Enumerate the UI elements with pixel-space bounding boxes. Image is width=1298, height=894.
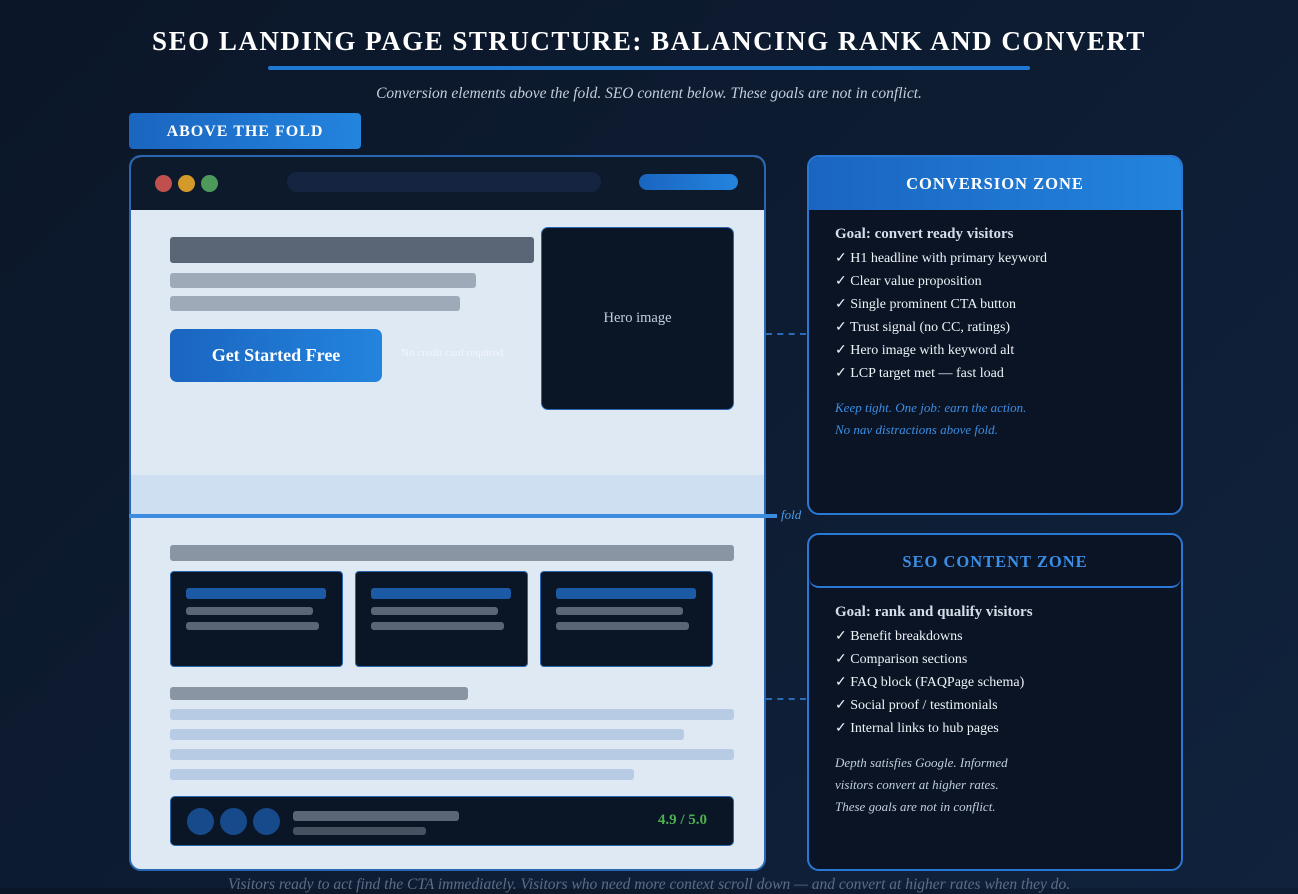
minimize-dot-icon xyxy=(178,175,195,192)
text-line-placeholder xyxy=(170,709,734,720)
footer-caption: Visitors ready to act find the CTA immed… xyxy=(227,876,1071,893)
text-line-placeholder xyxy=(170,729,684,740)
conversion-goal: Goal: convert ready visitors xyxy=(835,226,1014,242)
note-line: These goals are not in conflict. xyxy=(835,799,996,814)
seo-zone-title: SEO CONTENT ZONE xyxy=(809,535,1181,588)
avatar xyxy=(220,808,247,835)
checklist-item: ✓ LCP target met — fast load xyxy=(835,366,1004,381)
checklist-item: ✓ Internal links to hub pages xyxy=(835,721,999,736)
hero-image-placeholder: Hero image xyxy=(541,227,734,410)
benefit-card xyxy=(540,571,713,667)
get-started-button: Get Started Free xyxy=(170,329,382,382)
page-title: SEO LANDING PAGE STRUCTURE: BALANCING RA… xyxy=(152,26,1146,56)
browser-chrome xyxy=(131,157,764,210)
fold-band xyxy=(131,475,764,517)
note-line: No nav distractions above fold. xyxy=(835,422,998,437)
checklist-item: ✓ Social proof / testimonials xyxy=(835,698,998,713)
browser-mockup: Get Started Free No credit card required… xyxy=(129,155,766,871)
seo-goal: Goal: rank and qualify visitors xyxy=(835,604,1033,620)
url-bar xyxy=(287,172,601,192)
benefit-card xyxy=(170,571,343,667)
nav-button-placeholder xyxy=(639,174,738,190)
faq-heading-placeholder xyxy=(170,687,468,700)
social-proof-bar: 4.9 / 5.0 xyxy=(170,796,734,846)
checklist-item: ✓ FAQ block (FAQPage schema) xyxy=(835,675,1025,690)
note-line: visitors convert at higher rates. xyxy=(835,777,999,792)
maximize-dot-icon xyxy=(201,175,218,192)
checklist-item: ✓ Trust signal (no CC, ratings) xyxy=(835,320,1011,335)
text-line-placeholder xyxy=(170,749,734,760)
headline-placeholder xyxy=(170,237,534,263)
checklist-item: ✓ Clear value proposition xyxy=(835,274,982,289)
rating-text: 4.9 / 5.0 xyxy=(657,812,707,828)
text-line-placeholder xyxy=(170,296,460,311)
connector-seo xyxy=(766,698,806,700)
close-dot-icon xyxy=(155,175,172,192)
fold-label: fold xyxy=(781,507,802,522)
checklist-item: ✓ Benefit breakdowns xyxy=(835,629,963,644)
avatar xyxy=(253,808,280,835)
note-line: Depth satisfies Google. Informed xyxy=(835,755,1008,770)
note-line: Keep tight. One job: earn the action. xyxy=(835,400,1027,415)
fold-line xyxy=(129,514,777,518)
subtitle: Conversion elements above the fold. SEO … xyxy=(376,85,922,102)
conversion-note: Keep tight. One job: earn the action. No… xyxy=(835,397,1181,441)
hero-label: Hero image xyxy=(603,310,672,326)
title-underline xyxy=(268,66,1030,70)
text-line-placeholder xyxy=(170,273,476,288)
section-heading-placeholder xyxy=(170,545,734,561)
avatar xyxy=(187,808,214,835)
above-the-fold-tag: ABOVE THE FOLD xyxy=(129,113,361,149)
checklist-item: ✓ H1 headline with primary keyword xyxy=(835,251,1047,266)
trust-note: No credit card required xyxy=(401,347,504,359)
text-line-placeholder xyxy=(170,769,634,780)
benefit-card xyxy=(355,571,528,667)
checklist-item: ✓ Hero image with keyword alt xyxy=(835,343,1015,358)
checklist-item: ✓ Comparison sections xyxy=(835,652,968,667)
conversion-zone-panel: CONVERSION ZONE Goal: convert ready visi… xyxy=(807,155,1183,515)
seo-zone-panel: SEO CONTENT ZONE Goal: rank and qualify … xyxy=(807,533,1183,871)
connector-conversion xyxy=(766,333,806,335)
checklist-item: ✓ Single prominent CTA button xyxy=(835,297,1016,312)
seo-note: Depth satisfies Google. Informed visitor… xyxy=(835,752,1181,818)
conversion-zone-title: CONVERSION ZONE xyxy=(809,157,1181,210)
